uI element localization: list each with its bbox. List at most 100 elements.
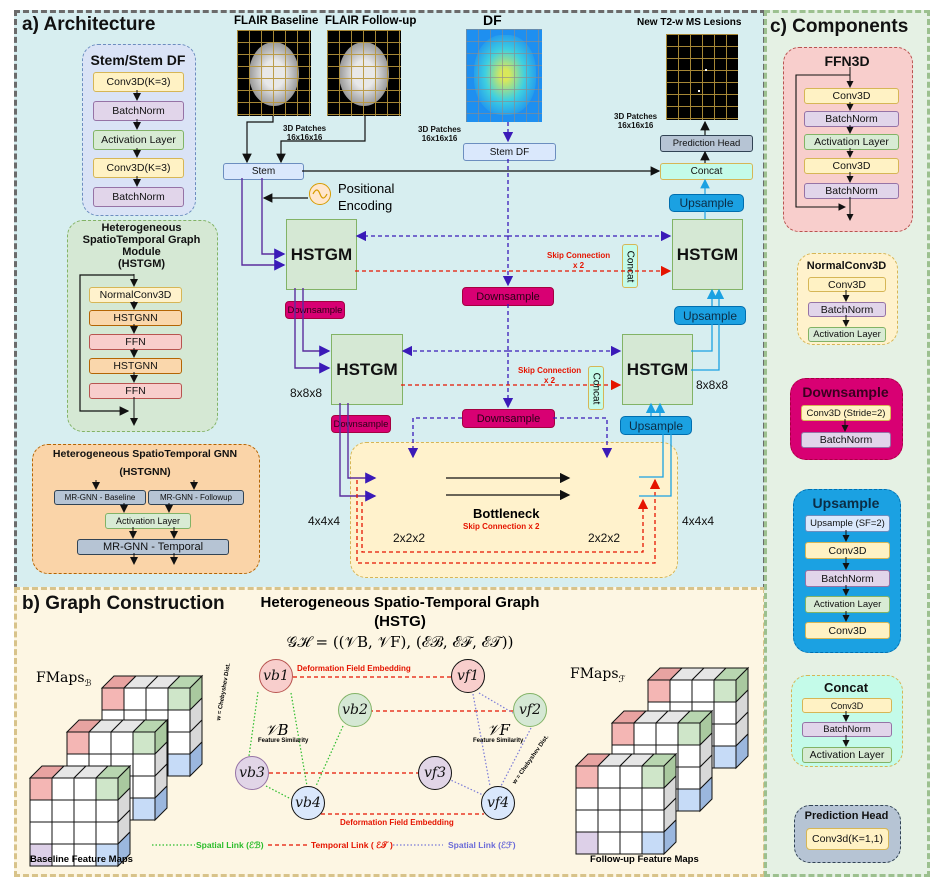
upsample-decoder-2: Upsample	[620, 416, 692, 435]
panel-c-title: c) Components	[770, 16, 909, 37]
skip-line: x 2	[544, 376, 556, 385]
stem-batchnorm-2: BatchNorm	[93, 187, 184, 207]
ffn3d-conv3d-2: Conv3D	[804, 158, 899, 174]
node-vf1: vf1	[451, 659, 485, 693]
hstgm-decoder-1: HSTGM	[672, 219, 743, 290]
upsample-activation: Activation Layer	[805, 596, 890, 613]
panel-a-title: a) Architecture	[22, 14, 156, 35]
dim-4x4x4-left: 4x4x4	[308, 514, 341, 528]
spatial-links-baseline	[248, 691, 344, 800]
downsample-df-2: Downsample	[462, 409, 555, 428]
concat-conv3d: Conv3D	[802, 698, 892, 713]
fmaps-b-label: FMapsℬ	[36, 670, 92, 689]
normalconv3d-conv3d: Conv3D	[808, 277, 886, 292]
stem-batchnorm-1: BatchNorm	[93, 101, 184, 121]
node-vf2: vf2	[513, 693, 547, 727]
fmaps-sub: ℱ	[618, 674, 626, 685]
hstgm-group-title: Heterogeneous SpatioTemporal Graph Modul…	[67, 222, 216, 270]
upsample-conv3d-2: Conv3D	[805, 622, 890, 639]
concat-title: Concat	[823, 680, 869, 695]
lesion-dot	[698, 90, 700, 92]
stem-group-title: Stem/Stem DF	[90, 52, 186, 68]
flair-baseline-image	[237, 30, 311, 116]
followup-caption: Follow-up Feature Maps	[590, 854, 699, 865]
flair-followup-image	[327, 30, 401, 116]
graph-abbr-text: (HSTG)	[374, 613, 426, 630]
fmaps-sub: ℬ	[84, 678, 92, 689]
dim-4x4x4-right: 4x4x4	[682, 514, 715, 528]
panel-b-title: b) Graph Construction	[22, 593, 225, 614]
upsample-sf2: Upsample (SF=2)	[805, 515, 890, 532]
hstgm-title-line: SpatioTemporal Graph	[82, 234, 201, 246]
patch-grid	[466, 29, 542, 122]
vf-set-label: 𝒱F	[487, 721, 510, 739]
legend-spatial-b: Spatial Link (ℰℬ)	[196, 840, 264, 850]
temporal-links	[269, 676, 513, 815]
cube-stack	[574, 666, 750, 856]
patches-line: 3D Patches	[418, 125, 462, 134]
patch-grid	[327, 30, 401, 116]
concat-skip-2: Concat	[588, 366, 604, 410]
hstgm-encoder-2: HSTGM	[331, 334, 403, 405]
patches-line: 16x16x16	[617, 121, 654, 130]
df-image	[466, 29, 542, 122]
hstgm-title-line: Module	[122, 246, 161, 258]
df-embedding-label-bottom: Deformation Field Embedding	[340, 818, 454, 827]
baseline-feature-maps	[28, 640, 240, 868]
baseline-caption: Baseline Feature Maps	[30, 854, 133, 865]
stem-conv3d-2: Conv3D(K=3)	[93, 158, 184, 178]
normalconv3d-batchnorm: BatchNorm	[808, 302, 886, 317]
feature-map-cube	[574, 752, 678, 856]
node-vf3: vf3	[418, 756, 452, 790]
stem-activation: Activation Layer	[93, 130, 184, 150]
pe-line: Positional	[338, 181, 395, 196]
node-vb3: vb3	[235, 756, 269, 790]
patches-line: 3D Patches	[614, 112, 658, 121]
node-vb4: vb4	[291, 786, 325, 820]
feature-similarity-f: Feature Similarity	[473, 738, 524, 744]
upsample-top: Upsample	[669, 194, 744, 212]
dim-2x2x2-right: 2x2x2	[588, 531, 621, 545]
df-embedding-label-top: Deformation Field Embedding	[297, 664, 411, 673]
bottleneck-skip-label: Skip Connection x 2	[463, 522, 540, 531]
mr-gnn-temporal: MR-GNN - Temporal	[77, 539, 229, 555]
prediction-head-conv3d: Conv3d(K=1,1)	[806, 828, 889, 850]
ffn3d-batchnorm-1: BatchNorm	[804, 111, 899, 127]
flair-baseline-label: FLAIR Baseline	[234, 15, 319, 27]
upsample-conv3d-1: Conv3D	[805, 542, 890, 559]
cube-stack	[28, 674, 204, 868]
downsample-batchnorm: BatchNorm	[801, 432, 891, 448]
mr-gnn-baseline: MR-GNN - Baseline	[54, 490, 146, 505]
output-lesion-image	[666, 34, 738, 120]
stem-df-block: Stem DF	[463, 143, 556, 161]
fmaps-text: FMaps	[570, 666, 619, 682]
patch-grid	[237, 30, 311, 116]
concat-skip-1: Concat	[622, 244, 638, 288]
fmaps-f-label: FMapsℱ	[570, 666, 626, 685]
dim-2x2x2-left: 2x2x2	[393, 531, 426, 545]
graph-title: Heterogeneous Spatio-Temporal Graph (HST…	[230, 593, 570, 631]
hstgnn-activation: Activation Layer	[105, 513, 191, 529]
ffn3d-activation: Activation Layer	[804, 134, 899, 150]
node-vb2: vb2	[338, 693, 372, 727]
skip-line: Skip Connection	[547, 251, 611, 260]
downsample-conv3d-stride: Conv3D (Stride=2)	[801, 405, 891, 421]
upsample-batchnorm: BatchNorm	[805, 570, 890, 587]
normalconv3d-activation: Activation Layer	[808, 327, 886, 342]
hstgm-encoder-1: HSTGM	[286, 219, 357, 290]
dim-8x8x8-right: 8x8x8	[696, 378, 729, 392]
hstgnn-group-title: Heterogeneous SpatioTemporal GNN	[52, 448, 238, 460]
legend-temporal: Temporal Link ( ℰ𝒯 )	[311, 840, 393, 850]
dim-8x8x8-left: 8x8x8	[290, 386, 323, 400]
concat-activation: Activation Layer	[802, 747, 892, 763]
feature-similarity-b: Feature Similarity	[258, 738, 309, 744]
ffn3d-conv3d-1: Conv3D	[804, 88, 899, 104]
hstgm-title-line: (HSTGM)	[117, 258, 166, 270]
lesion-dot	[705, 69, 707, 71]
df-label: DF	[483, 12, 502, 28]
downsample-df-1: Downsample	[462, 287, 554, 306]
flair-followup-label: FLAIR Follow-up	[325, 15, 417, 27]
